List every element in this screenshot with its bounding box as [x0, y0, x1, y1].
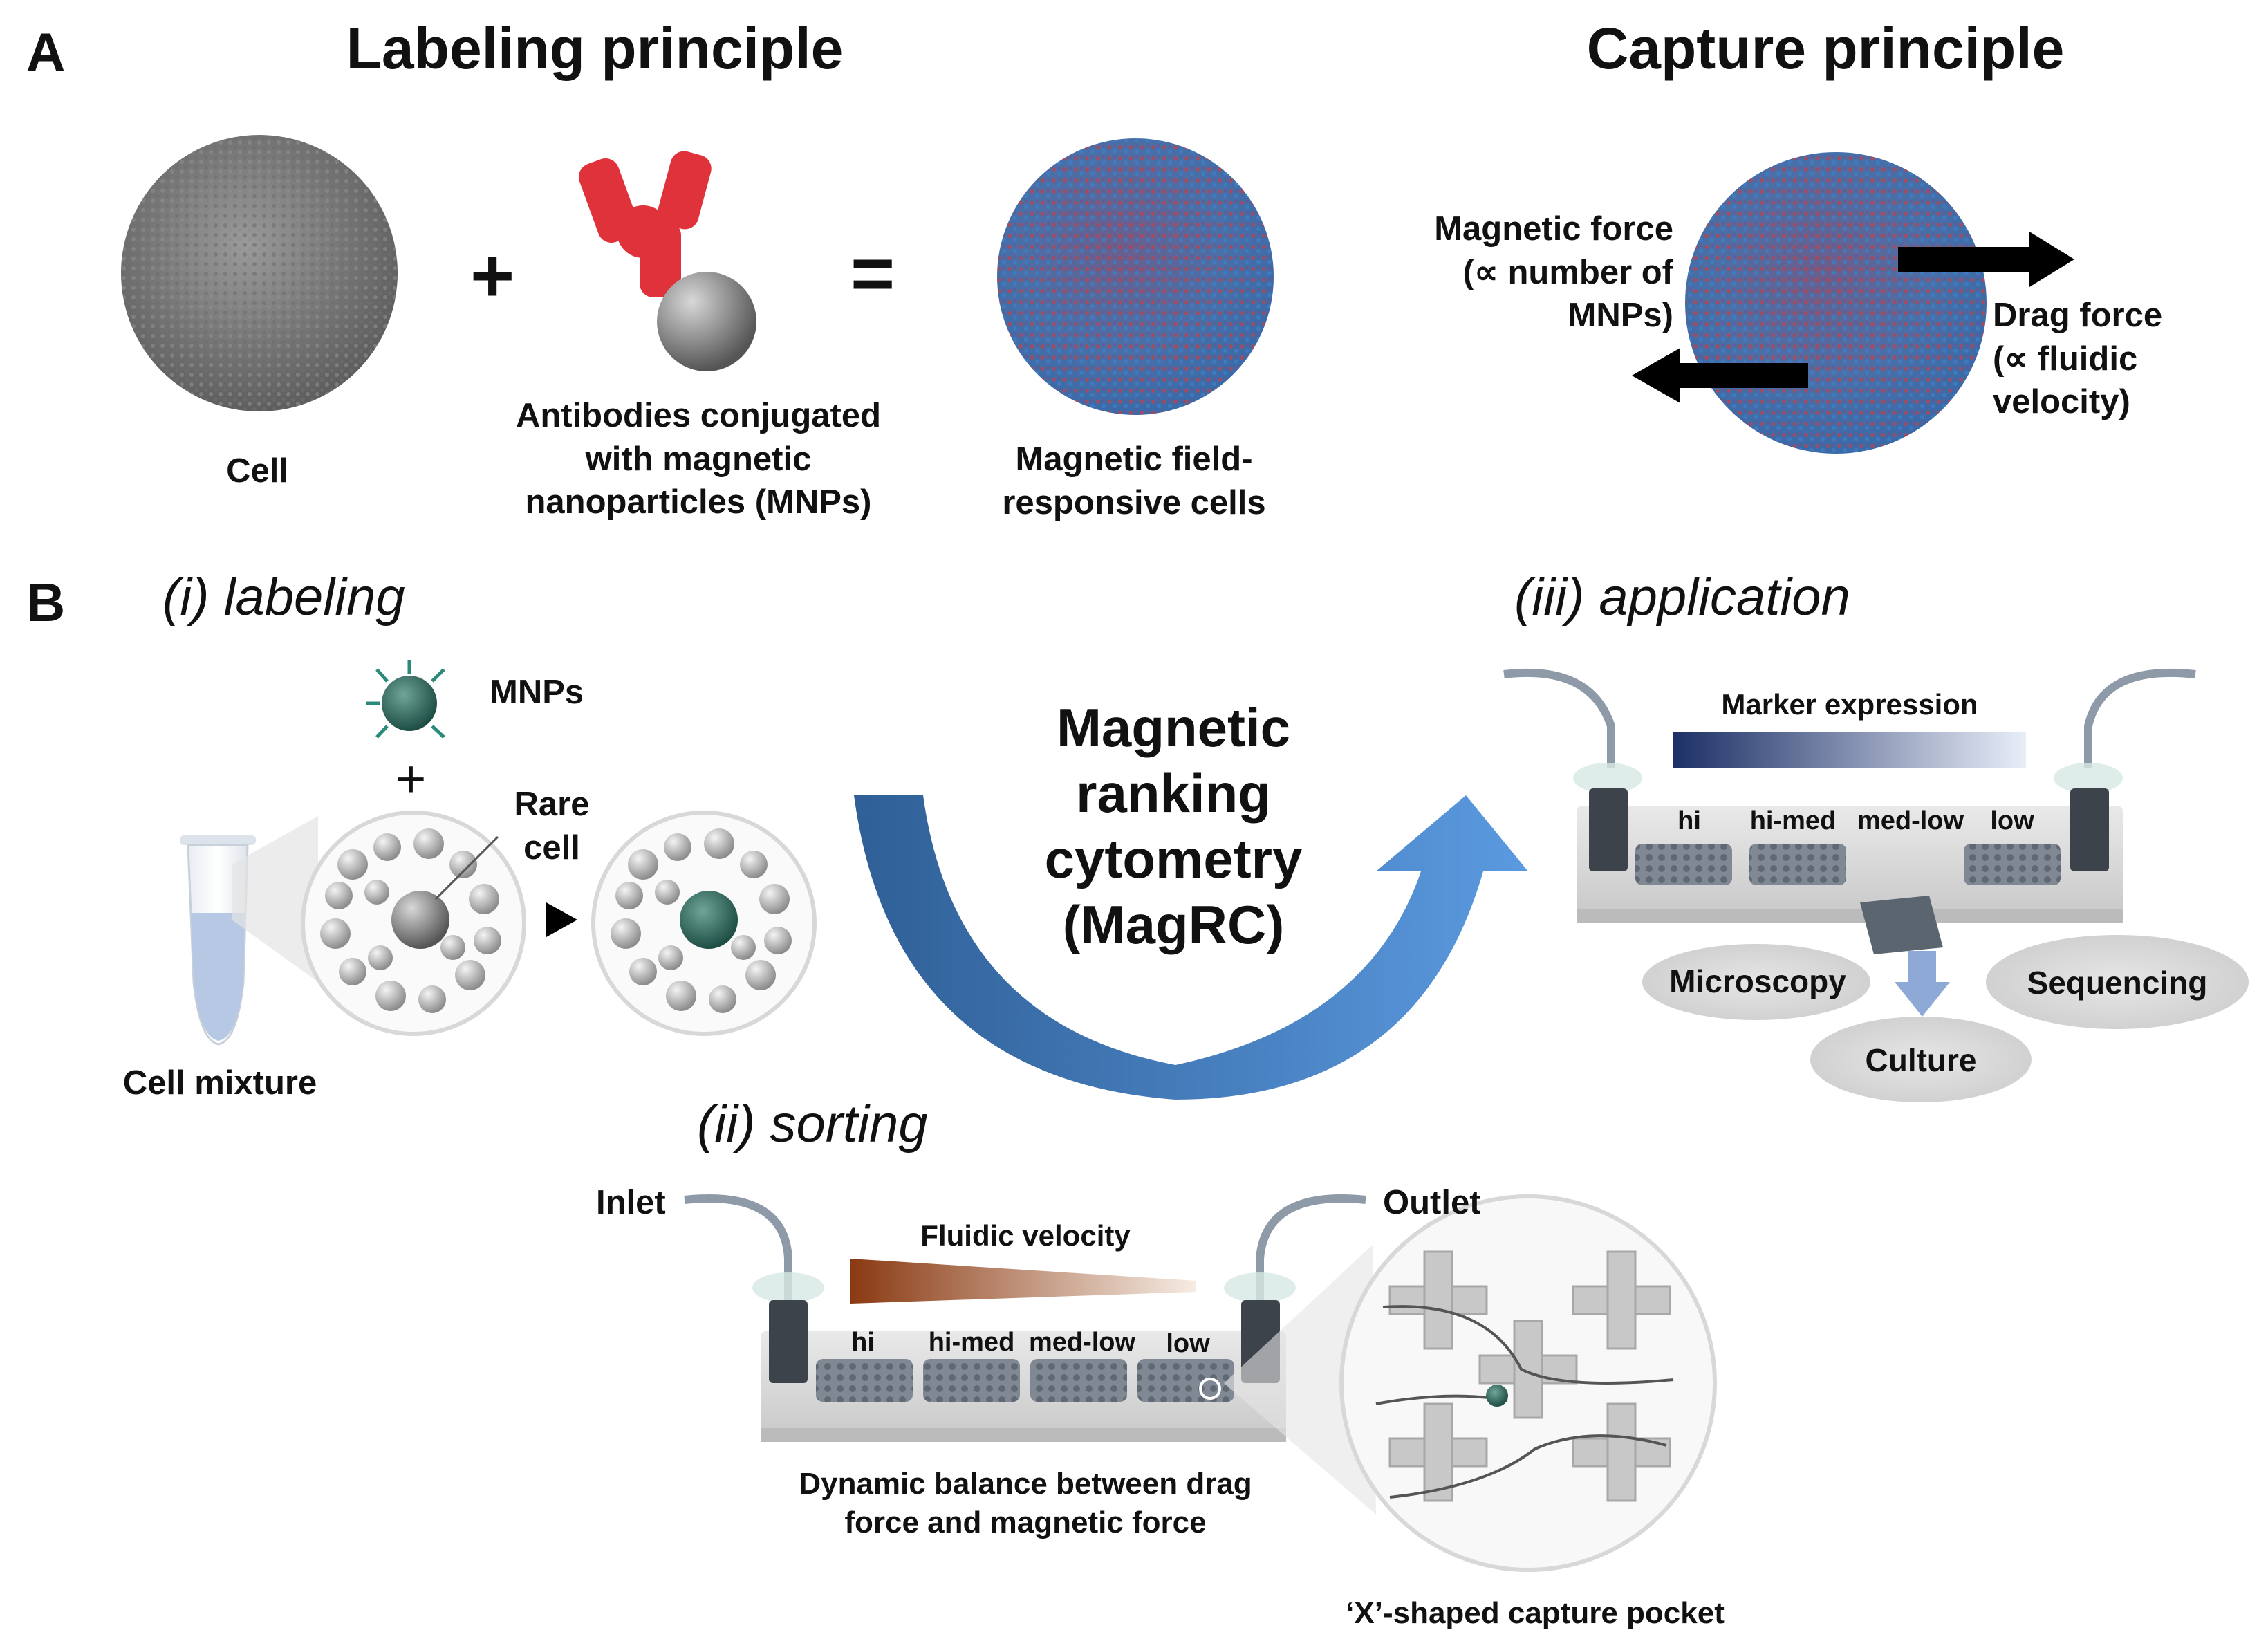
culture-label: Culture: [1865, 1042, 1977, 1078]
equals-sign: =: [850, 231, 895, 316]
magrc-flow-arrow: [854, 795, 1528, 1100]
sequencing-ellipse: [1986, 935, 2249, 1029]
app-zone-hi-med: hi-med: [1749, 806, 1837, 835]
sequencing-label: Sequencing: [2027, 965, 2208, 1001]
zoom-wedge-2: [1224, 1245, 1376, 1515]
capture-principle-title: Capture principle: [1586, 16, 2065, 81]
inlet-label: Inlet: [596, 1184, 666, 1221]
app-zone-hi: hi: [1677, 806, 1701, 835]
magnetic-force-label: Magnetic force (∝ number of MNPs): [1434, 210, 1673, 335]
mnp-particle-icon: [366, 660, 445, 739]
step-labeling: (i) labeling: [162, 568, 405, 627]
zoom-wedge-1: [232, 816, 318, 982]
mnps-label: MNPs: [490, 674, 584, 711]
app-zone-med-low: med-low: [1857, 806, 1964, 835]
cell-illustration: [121, 135, 398, 411]
cell-label: Cell: [226, 452, 288, 490]
drag-force-arrow: [1898, 232, 2074, 287]
app-zone-low: low: [1990, 806, 2034, 835]
panel-a-letter: A: [26, 21, 66, 82]
capture-pocket-label: ‘X’-shaped capture pocket: [1346, 1596, 1725, 1630]
marker-expression-label: Marker expression: [1721, 688, 1978, 721]
sort-zone-hi: hi: [851, 1328, 875, 1357]
panel-b-letter: B: [26, 572, 66, 633]
step-application: (iii) application: [1514, 568, 1850, 627]
application-chip: [1503, 668, 2196, 1017]
mnps-plus-sign: +: [396, 750, 427, 808]
labeled-mixture-bubble: [591, 811, 817, 1036]
capture-pocket-bubble: [1339, 1194, 1717, 1572]
step-sorting: (ii) sorting: [697, 1095, 928, 1154]
outlet-label: Outlet: [1383, 1184, 1481, 1221]
magnetic-force-arrow: [1632, 348, 1808, 403]
culture-ellipse: [1810, 1017, 2032, 1102]
responsive-cells-label: Magnetic field- responsive cells: [1002, 441, 1266, 521]
magrc-title: Magnetic ranking cytometry (MagRC): [1044, 697, 1303, 956]
responsive-cell-illustration: [997, 138, 1274, 415]
sort-zone-med-low: med-low: [1028, 1328, 1136, 1357]
cell-mixture-bubble: [301, 811, 526, 1036]
microscopy-ellipse: [1642, 944, 1870, 1020]
cell-mixture-label: Cell mixture: [122, 1064, 317, 1102]
plus-sign: +: [470, 233, 515, 318]
dynamic-balance-label: Dynamic balance between drag force and m…: [799, 1467, 1252, 1540]
labeling-principle-title: Labeling principle: [346, 16, 844, 81]
step-arrow: [546, 902, 577, 937]
microscopy-label: Microscopy: [1669, 963, 1846, 999]
drag-force-label: Drag force (∝ fluidic velocity): [1993, 297, 2163, 421]
antibody-mnp-illustration: [578, 151, 756, 371]
antibody-label: Antibodies conjugated with magnetic nano…: [515, 397, 882, 521]
sort-zone-low: low: [1166, 1329, 1210, 1358]
rare-cell-label: Rare cell: [514, 786, 590, 867]
fluidic-velocity-label: Fluidic velocity: [920, 1219, 1131, 1252]
capture-cell-illustration: [1685, 152, 1987, 454]
sort-zone-hi-med: hi-med: [928, 1328, 1015, 1357]
